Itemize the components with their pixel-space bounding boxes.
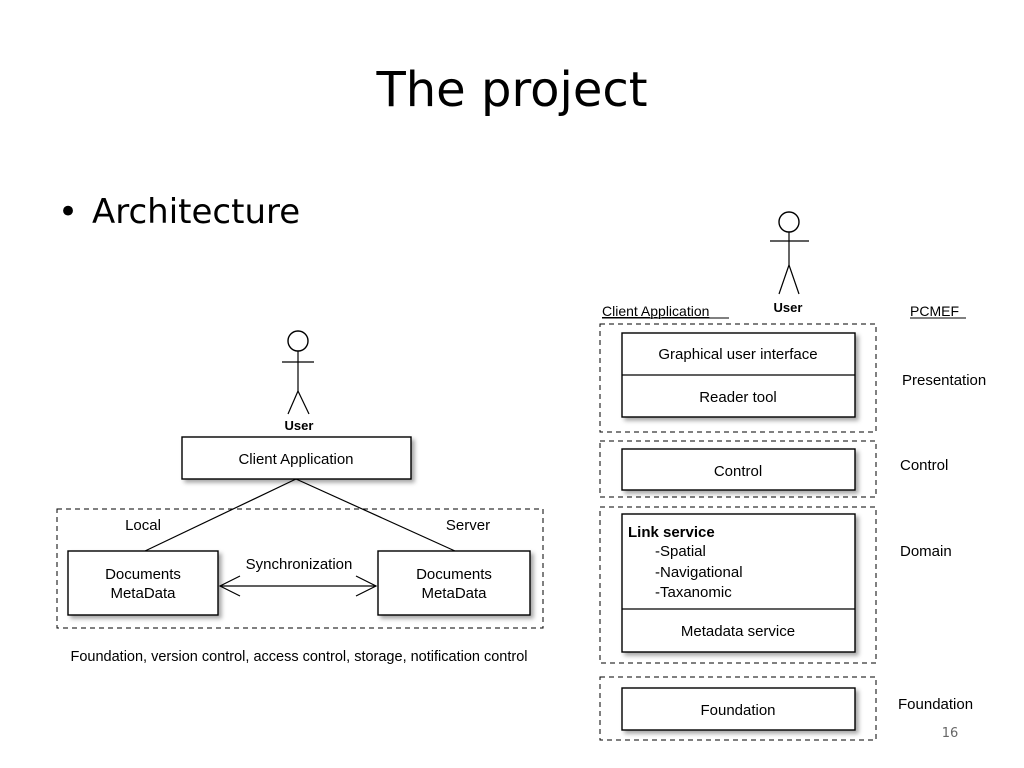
link-service-item-navigational: -Navigational	[655, 564, 743, 581]
left-diagram: User Client Application Local Server Doc…	[56, 330, 544, 665]
control-box	[621, 448, 856, 491]
gui-label: Graphical user interface	[658, 346, 817, 363]
local-metadata-label: MetaData	[110, 585, 176, 602]
layer-presentation-label: Presentation	[902, 372, 986, 389]
metadata-service-label: Metadata service	[681, 623, 795, 640]
control-box-label: Control	[714, 463, 762, 480]
right-user-label: User	[774, 300, 803, 315]
link-service-item-spatial: -Spatial	[655, 543, 706, 560]
local-label: Local	[125, 517, 161, 534]
server-connector	[295, 478, 456, 552]
slide-title: The project	[376, 62, 648, 118]
server-metadata-label: MetaData	[421, 585, 487, 602]
right-header-client-application: Client Application	[602, 303, 709, 319]
server-documents-box	[377, 550, 531, 616]
left-user-label: User	[285, 418, 314, 433]
right-header-pcmef: PCMEF	[910, 303, 959, 319]
control-layer-boundary	[599, 440, 877, 498]
layer-domain-label: Domain	[900, 543, 952, 560]
link-service-item-taxanomic: -Taxanomic	[655, 584, 732, 601]
link-service-title: Link service	[628, 524, 715, 541]
presentation-layer-boundary	[599, 323, 877, 433]
left-diagram-caption: Foundation, version control, access cont…	[71, 649, 528, 665]
right-diagram: User Client Application PCMEF Graphical …	[599, 211, 986, 741]
local-documents-box	[67, 550, 219, 616]
server-documents-label: Documents	[416, 566, 492, 583]
synchronization-label: Synchronization	[246, 556, 353, 573]
page-number: 16	[941, 726, 959, 741]
layer-foundation-label: Foundation	[898, 696, 973, 713]
bullet-dot: •	[58, 192, 79, 232]
left-user-actor-icon	[282, 330, 314, 415]
foundation-box-label: Foundation	[700, 702, 775, 719]
foundation-layer-boundary	[599, 676, 877, 741]
reader-tool-label: Reader tool	[699, 389, 777, 406]
bullet-item: • Architecture	[58, 192, 300, 232]
synchronization-arrow	[218, 575, 378, 597]
server-label: Server	[446, 517, 490, 534]
right-user-actor-icon	[770, 211, 809, 295]
bullet-text: Architecture	[92, 192, 301, 232]
domain-box	[621, 513, 856, 653]
left-client-application-label: Client Application	[238, 451, 353, 468]
left-foundation-boundary	[56, 508, 544, 629]
domain-layer-boundary	[599, 506, 877, 664]
foundation-box	[621, 687, 856, 731]
local-connector	[144, 478, 297, 552]
layer-control-label: Control	[900, 457, 948, 474]
local-documents-label: Documents	[105, 566, 181, 583]
